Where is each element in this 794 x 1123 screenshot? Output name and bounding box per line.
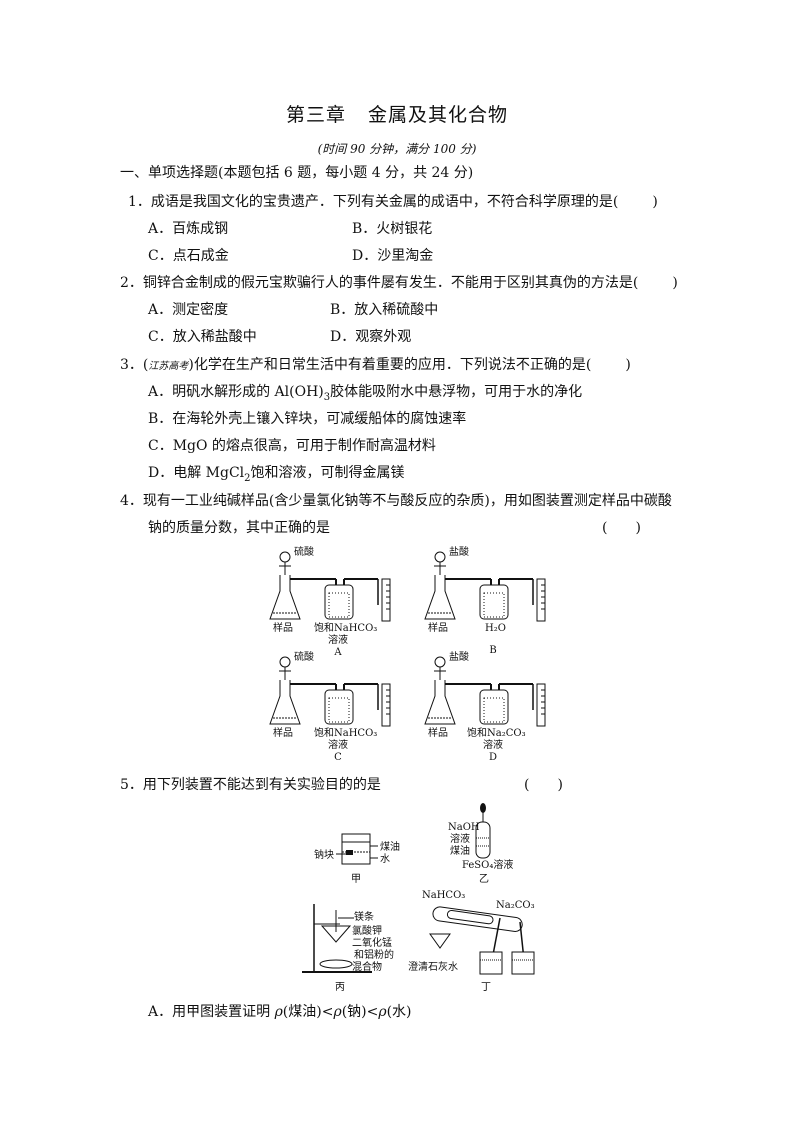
apparatus-a: 硫酸 样品 饱和NaHCO₃ 溶液 A <box>269 545 391 658</box>
yi-kerosene: 煤油 <box>450 844 470 857</box>
apparatus-a-sample: 样品 <box>273 621 293 634</box>
q1-option-a: A．百炼成钢 <box>148 221 229 237</box>
jia-sodium: 钠块 <box>314 848 334 861</box>
q2-option-c: C．放入稀盐酸中 <box>148 329 257 345</box>
yi-naoh-solution: 溶液 <box>450 832 470 845</box>
apparatus-b-letter: B <box>489 645 496 656</box>
question-3-number: 3．( <box>120 357 149 373</box>
question-2-stem: 2．铜锌合金制成的假元宝欺骗行人的事件屡有发生．不能用于区别其真伪的方法是() <box>120 274 678 292</box>
apparatus-bing: 镁条 氯酸钾 二氧化锰 和铝粉的 混合物 丙 <box>302 904 394 993</box>
q1-option-c: C．点石成金 <box>148 248 229 264</box>
jia-label: 甲 <box>351 874 361 885</box>
q3-option-c: C．MgO 的熔点很高，可用于制作耐高温材料 <box>148 438 436 454</box>
apparatus-b-solution: H₂O <box>485 623 506 634</box>
question-4-answer-paren: ( ) <box>602 520 641 536</box>
question-4-stem-line2: 钠的质量分数，其中正确的是 <box>148 520 330 536</box>
apparatus-ding: NaHCO₃ Na₂CO₃ 澄清石灰水 丁 <box>408 890 535 993</box>
question-1-close: ) <box>652 194 658 210</box>
q2-option-d: D．观察外观 <box>330 329 412 345</box>
q5-option-a-pre: A．用甲图装置证明 <box>148 1004 275 1020</box>
yi-label: 乙 <box>479 873 489 885</box>
ding-limewater: 澄清石灰水 <box>408 960 458 973</box>
ding-na2co3: Na₂CO₃ <box>496 900 535 911</box>
q5-option-a-sodium: (钠)< <box>341 1004 379 1020</box>
bing-magnesium: 镁条 <box>354 910 374 923</box>
q3-option-d-sub: 2 <box>244 472 251 484</box>
q5-option-a-rho-2: ρ <box>333 1004 342 1020</box>
chapter-number: 第三章 <box>285 104 346 126</box>
apparatus-c: 硫酸 样品 饱和NaHCO₃ 溶液 C <box>269 650 391 763</box>
question-1-stem: 1．成语是我国文化的宝贵遗产．下列有关金属的成语中，不符合科学原理的是() <box>128 193 658 211</box>
q5-option-a: A．用甲图装置证明 ρ(煤油)<ρ(钠)<ρ(水) <box>148 1003 412 1021</box>
question-5-stem: 5．用下列装置不能达到有关实验目的的是 <box>120 777 381 793</box>
bing-label: 丙 <box>335 982 345 993</box>
q3-option-d-pre: D．电解 MgCl <box>148 465 245 481</box>
apparatus-d-solution-2: 溶液 <box>483 738 503 751</box>
q3-option-b: B．在海轮外壳上镶入锌块，可减缓船体的腐蚀速率 <box>148 411 467 427</box>
question-3-text: )化学在生产和日常生活中有着重要的应用．下列说法不正确的是( <box>188 357 592 373</box>
q5-option-a-rho-3: ρ <box>378 1004 387 1020</box>
ding-nahco3: NaHCO₃ <box>422 890 465 901</box>
apparatus-c-letter: C <box>334 752 342 763</box>
q2-option-b: B．放入稀硫酸中 <box>330 302 439 318</box>
jia-water: 水 <box>380 853 390 865</box>
apparatus-c-solution: 饱和NaHCO₃ <box>314 727 377 739</box>
question-4-stem-line1: 4．现有一工业纯碱样品(含少量氯化钠等不与酸反应的杂质)，用如图装置测定样品中碳… <box>120 493 672 509</box>
jia-kerosene: 煤油 <box>380 840 400 853</box>
apparatus-d-solution: 饱和Na₂CO₃ <box>467 727 526 739</box>
bing-mix-3: 混合物 <box>352 960 382 973</box>
apparatus-d-sample: 样品 <box>428 726 448 739</box>
q3-option-a-sub: 3 <box>323 391 331 403</box>
q5-option-a-kerosene: (煤油)< <box>282 1004 334 1020</box>
question-1-text: 1．成语是我国文化的宝贵遗产．下列有关金属的成语中，不符合科学原理的是( <box>128 194 619 210</box>
question-5-answer-paren: ( ) <box>524 777 563 793</box>
apparatus-yi: NaOH 溶液 煤油 FeSO₄溶液 乙 <box>448 803 513 885</box>
apparatus-b-sample: 样品 <box>428 621 448 634</box>
apparatus-d-letter: D <box>489 752 497 763</box>
yi-naoh: NaOH <box>448 822 480 833</box>
q3-option-d: D．电解 MgCl2饱和溶液，可制得金属镁 <box>148 464 405 488</box>
apparatus-b-acid: 盐酸 <box>449 545 469 558</box>
ding-label: 丁 <box>481 982 491 993</box>
q4-apparatus-figure: 硫酸 样品 饱和NaHCO₃ 溶液 A 盐酸 样品 H₂O B 硫酸 样品 饱和… <box>269 545 546 763</box>
question-3-close: ) <box>625 357 631 373</box>
apparatus-d: 盐酸 样品 饱和Na₂CO₃ 溶液 D <box>424 650 546 763</box>
apparatus-jia: 煤油 水 钠块 甲 <box>314 833 400 885</box>
q3-option-d-post: 饱和溶液，可制得金属镁 <box>250 465 405 481</box>
q1-option-d: D．沙里淘金 <box>352 248 434 264</box>
apparatus-d-acid: 盐酸 <box>449 650 469 663</box>
apparatus-b: 盐酸 样品 H₂O B <box>424 545 546 656</box>
q5-option-a-water: (水) <box>386 1004 412 1020</box>
q2-option-a: A．测定密度 <box>148 302 229 318</box>
apparatus-a-letter: A <box>333 647 342 658</box>
question-2-close: ) <box>672 275 678 291</box>
section-heading: 一、单项选择题(本题包括 6 题，每小题 4 分，共 24 分) <box>120 165 474 181</box>
bing-mix-1: 二氧化锰 <box>352 936 392 949</box>
q3-option-a-post: 胶体能吸附水中悬浮物，可用于水的净化 <box>330 384 583 400</box>
chapter-title: 第三章金属及其化合物 <box>0 100 794 127</box>
apparatus-a-acid: 硫酸 <box>294 545 314 558</box>
question-2-text: 2．铜锌合金制成的假元宝欺骗行人的事件屡有发生．不能用于区别其真伪的方法是( <box>120 275 639 291</box>
apparatus-c-acid: 硫酸 <box>294 650 314 663</box>
exam-time-score: (时间 90 分钟，满分 100 分) <box>317 142 477 156</box>
apparatus-c-solution-2: 溶液 <box>328 738 348 751</box>
apparatus-a-solution-2: 溶液 <box>328 633 348 646</box>
question-3-source: 江苏高考 <box>148 361 189 372</box>
q5-apparatus-figure: 煤油 水 钠块 甲 NaOH 溶液 煤油 FeSO₄溶液 乙 镁 <box>302 803 535 993</box>
bing-mix-2: 和铝粉的 <box>354 948 394 961</box>
bing-kclo3: 氯酸钾 <box>352 924 382 937</box>
q1-option-b: B．火树银花 <box>352 221 433 237</box>
apparatus-c-sample: 样品 <box>273 726 293 739</box>
q3-option-a: A．明矾水解形成的 Al(OH)3胶体能吸附水中悬浮物，可用于水的净化 <box>148 383 582 407</box>
q5-option-a-rho-1: ρ <box>274 1004 283 1020</box>
apparatus-a-solution: 饱和NaHCO₃ <box>314 622 377 634</box>
question-3-stem: 3．(江苏高考)化学在生产和日常生活中有着重要的应用．下列说法不正确的是() <box>120 356 631 376</box>
chapter-name: 金属及其化合物 <box>368 104 509 126</box>
yi-feso4: FeSO₄溶液 <box>462 858 513 871</box>
q3-option-a-pre: A．明矾水解形成的 Al(OH) <box>148 384 324 400</box>
